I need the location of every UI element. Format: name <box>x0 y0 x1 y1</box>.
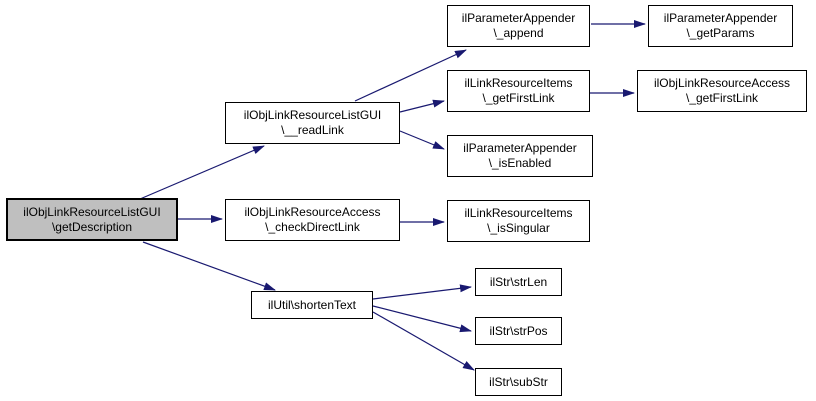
edge-shortenText-subStr <box>372 311 475 371</box>
node-ilStr-subStr[interactable]: ilStr\subStr <box>475 368 562 396</box>
node-label-line: \_checkDirectLink <box>265 220 360 234</box>
node-label-line: ilUtil\shortenText <box>267 297 357 312</box>
node-label-line: ilStr\subStr <box>489 374 548 389</box>
edge-getDescription-readLink <box>139 145 265 200</box>
node-ilObjLinkResourceAccess-checkDirectLink[interactable]: ilObjLinkResourceAccess \_checkDirectLin… <box>225 199 400 241</box>
node-label-line: \_isEnabled <box>488 156 552 170</box>
node-ilObjLinkResourceListGUI-getDescription[interactable]: ilObjLinkResourceListGUI \getDescription <box>6 198 178 241</box>
node-ilStr-strPos[interactable]: ilStr\strPos <box>475 317 562 345</box>
node-label-line: \__readLink <box>281 123 344 137</box>
node-label-line: \_getParams <box>686 26 755 40</box>
node-ilObjLinkResourceAccess-getFirstLink[interactable]: ilObjLinkResourceAccess \_getFirstLink <box>637 70 807 112</box>
node-label-line: \_isSingular <box>487 221 550 235</box>
node-ilLinkResourceItems-getFirstLink[interactable]: ilLinkResourceItems \_getFirstLink <box>447 70 590 112</box>
edge-readLink-getFirstLink <box>399 99 445 113</box>
node-ilUtil-shortenText[interactable]: ilUtil\shortenText <box>251 291 373 319</box>
node-label-line: ilParameterAppender <box>461 11 576 25</box>
node-label-line: ilObjLinkResourceListGUI <box>23 204 161 219</box>
node-label-line: ilObjLinkResourceListGUI <box>243 108 382 122</box>
node-label-line: ilStr\strLen <box>489 274 548 289</box>
node-label-line: ilLinkResourceItems <box>464 76 573 90</box>
node-ilLinkResourceItems-isSingular[interactable]: ilLinkResourceItems \_isSingular <box>447 200 590 242</box>
node-ilParameterAppender-append[interactable]: ilParameterAppender \_append <box>447 5 590 47</box>
node-label-line: ilParameterAppender <box>463 141 577 155</box>
edge-getDescription-shortenText <box>142 241 276 291</box>
edge-shortenText-strLen <box>372 284 472 300</box>
node-ilObjLinkResourceListGUI-readLink[interactable]: ilObjLinkResourceListGUI \__readLink <box>225 102 400 144</box>
node-label-line: ilObjLinkResourceAccess <box>653 76 791 90</box>
edge-readLink-isEnabled <box>399 130 445 150</box>
node-label-line: ilObjLinkResourceAccess <box>244 205 381 219</box>
node-label-line: \getDescription <box>51 219 133 234</box>
node-label-line: \_getFirstLink <box>685 91 759 105</box>
node-label-line: \_getFirstLink <box>482 91 555 105</box>
edge-shortenText-strPos <box>372 305 472 333</box>
node-ilParameterAppender-isEnabled[interactable]: ilParameterAppender \_isEnabled <box>447 135 593 177</box>
node-label-line: \_append <box>493 26 544 40</box>
node-ilStr-strLen[interactable]: ilStr\strLen <box>475 268 562 296</box>
node-ilParameterAppender-getParams[interactable]: ilParameterAppender \_getParams <box>648 5 793 47</box>
node-label-line: ilParameterAppender <box>663 11 778 25</box>
node-label-line: ilStr\strPos <box>489 323 548 338</box>
node-label-line: ilLinkResourceItems <box>464 206 573 220</box>
